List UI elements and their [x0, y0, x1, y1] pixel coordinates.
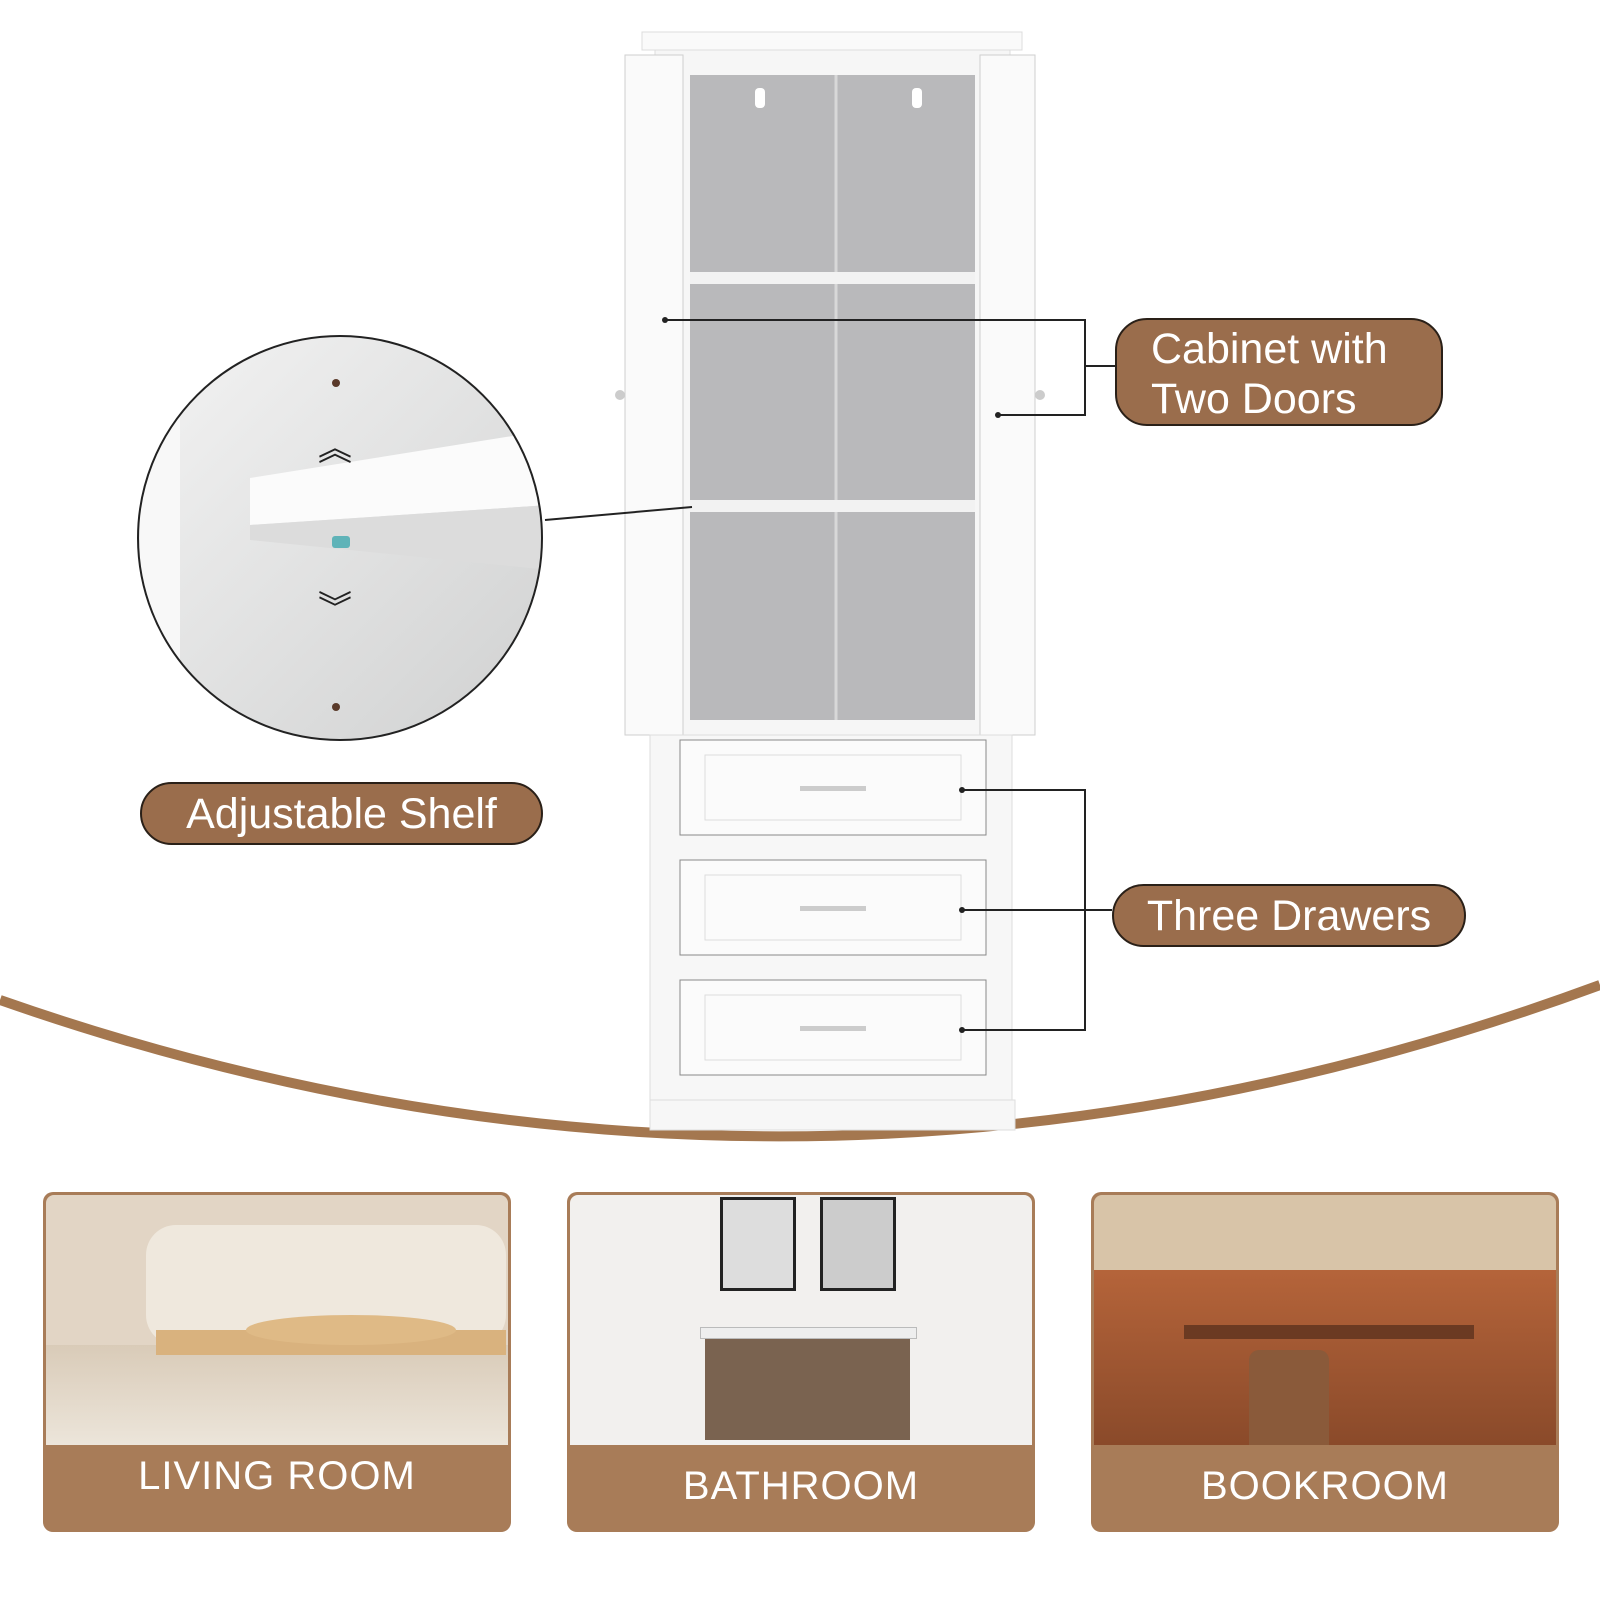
cabinet [615, 31, 1045, 1131]
shelf-pin [332, 536, 350, 548]
callout-line-2: Two Doors [1151, 375, 1357, 423]
shelf [690, 272, 975, 284]
room-label: LIVING ROOM [138, 1454, 416, 1498]
left-door [624, 54, 684, 736]
drawer [679, 859, 987, 956]
callout-line-1: Cabinet with [1151, 325, 1388, 373]
shelf-detail-zoom: ︽ ︾ [138, 336, 542, 740]
door-knob [615, 390, 625, 400]
callout-three-drawers: Three Drawers [1112, 884, 1466, 947]
decorative-arc [0, 980, 1600, 1142]
room-card-living: LIVING ROOM [43, 1192, 511, 1532]
up-arrows-icon: ︽ [318, 429, 352, 469]
drawer [679, 739, 987, 836]
living-room-photo [46, 1195, 508, 1445]
bathroom-photo [570, 1195, 1032, 1445]
room-card-bookroom: BOOKROOM [1091, 1192, 1559, 1532]
cabinet-interior [690, 75, 975, 720]
callout-cabinet-doors: Cabinet with Two Doors [1115, 318, 1443, 426]
callout-lines [544, 319, 1115, 1031]
room-label: BOOKROOM [1200, 1464, 1450, 1508]
callout-adjustable-shelf: Adjustable Shelf [140, 782, 543, 845]
bookroom-photo [1094, 1195, 1556, 1445]
drawer [679, 979, 987, 1076]
right-door [979, 54, 1036, 736]
door-knob [1035, 390, 1045, 400]
room-label: BATHROOM [682, 1464, 920, 1508]
shelf [690, 500, 975, 512]
room-card-bathroom: BATHROOM [567, 1192, 1035, 1532]
down-arrows-icon: ︾ [318, 589, 352, 629]
